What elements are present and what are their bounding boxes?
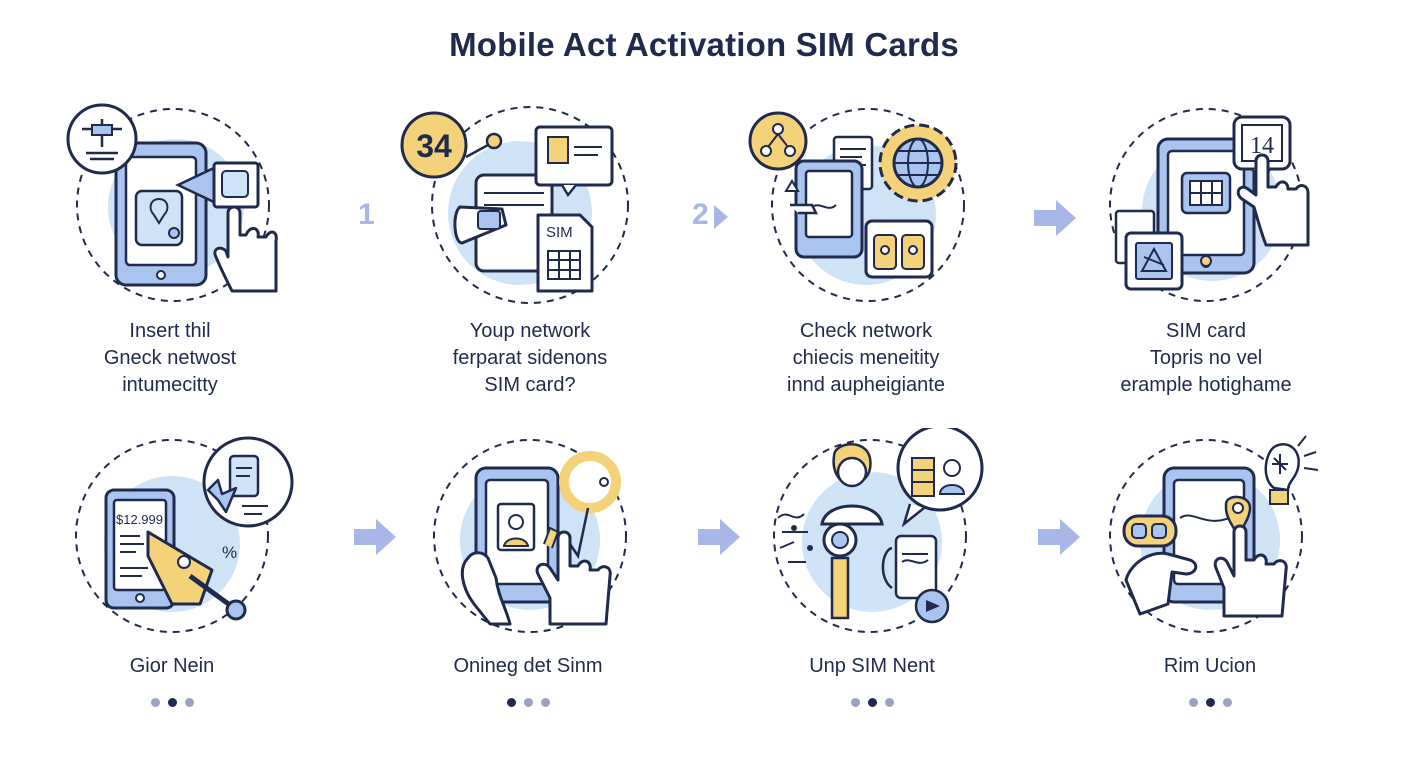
phone-hand-sim-icon <box>66 103 278 302</box>
price-text: $12.999 <box>116 512 163 527</box>
step-8-line-1: Rim Ucion <box>1163 655 1257 677</box>
step-1: Insert thil Gneck netwost intumecitty <box>20 95 320 405</box>
connector-number-2: 2 <box>692 198 709 231</box>
pagination-dot <box>850 698 860 707</box>
pagination-dot <box>540 698 550 707</box>
step-7-line-1: Unp SIM Nent <box>809 655 935 677</box>
pagination-dot <box>1188 698 1198 707</box>
tablet-sim-chip-icon: 14 <box>1109 108 1310 302</box>
arrow-right-icon <box>354 519 396 555</box>
percent-sign: % <box>222 543 237 562</box>
pagination-dot <box>523 698 533 707</box>
step-3: Check network chiecis meneitity innd aup… <box>716 95 1016 405</box>
pagination-dot <box>1205 698 1215 707</box>
step-6-line-1: Onineg det Sinm <box>453 655 603 677</box>
step-4-line-1: SIM card <box>1165 320 1247 342</box>
arrow-right-icon <box>1034 200 1076 236</box>
step-2-line-1: Youp network <box>469 320 591 342</box>
step-2-badge: 34 <box>416 128 452 164</box>
step-2-line-2: ferparat sidenons <box>452 347 608 369</box>
tablet-location-bulb-icon <box>1109 435 1319 633</box>
step-5-line-1: Gior Nein <box>129 655 215 677</box>
step-7: Unp SIM Nent <box>722 428 1022 718</box>
pagination-dot <box>506 698 516 707</box>
step-2: SIM 34 Youp network ferparat sidenons SI… <box>380 95 680 405</box>
phone-profile-hand-icon <box>433 439 627 633</box>
pagination-dots <box>378 694 678 712</box>
network-gear-globe-icon <box>748 108 965 302</box>
pagination-dots <box>22 694 322 712</box>
step-1-line-1: Insert thil <box>129 320 211 342</box>
step-4: 14 SIM card Topris no vel erample hotigh… <box>1056 95 1356 405</box>
step-3-line-2: chiecis meneitity <box>792 347 940 369</box>
step-2-line-3: SIM card? <box>484 374 576 396</box>
step-4-line-3: erample hotighame <box>1120 374 1292 396</box>
step-1-line-3: intumecitty <box>122 374 218 396</box>
step-3-line-3: innd aupheigiante <box>787 374 945 396</box>
sim-label: SIM <box>546 224 573 241</box>
sim-card-chip-icon: SIM 34 <box>400 106 629 304</box>
pagination-dot <box>1222 698 1232 707</box>
connector-2: 2 <box>692 198 728 232</box>
pagination-dot <box>167 698 177 707</box>
step-4-line-2: Topris no vel <box>1149 347 1263 369</box>
page-title: Mobile Act Activation SIM Cards <box>449 26 959 63</box>
pagination-dot <box>867 698 877 707</box>
pagination-dot <box>150 698 160 707</box>
step-5: $12.999 % Gior Nein <box>22 428 322 718</box>
person-chat-microphone-icon <box>773 428 984 633</box>
pagination-dot <box>884 698 894 707</box>
step-1-line-2: Gneck netwost <box>103 347 237 369</box>
step-3-line-1: Check network <box>799 320 933 342</box>
connector-number-1: 1 <box>358 198 375 231</box>
pagination-dots <box>722 694 1022 712</box>
arrow-right-icon <box>698 519 740 555</box>
step-6: Onineg det Sinm <box>378 428 678 718</box>
phone-price-tag-icon: $12.999 % <box>75 436 294 633</box>
arrow-right-icon <box>1038 519 1080 555</box>
arrow-right-icon <box>714 205 728 229</box>
pagination-dots <box>1060 694 1360 712</box>
pagination-dot <box>184 698 194 707</box>
step-8: Rim Ucion <box>1060 428 1360 718</box>
